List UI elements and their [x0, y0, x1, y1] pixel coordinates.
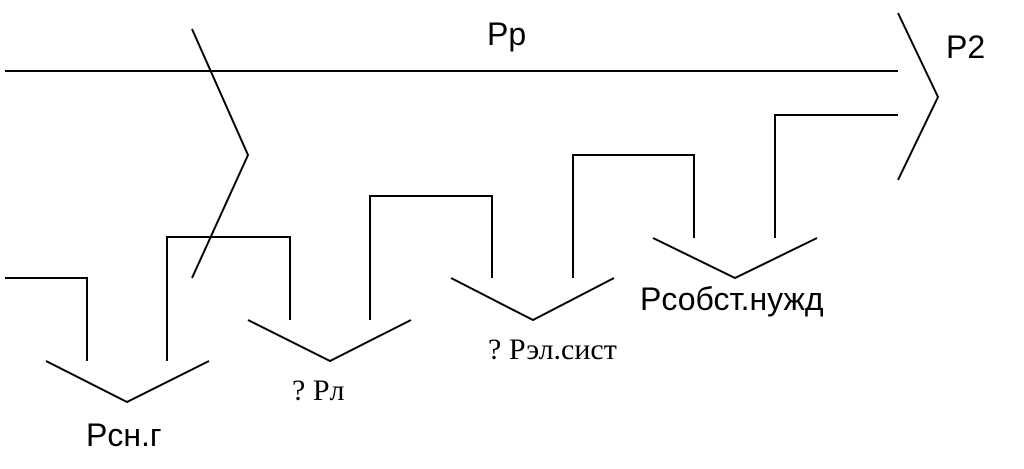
loss-arrow-pl	[247, 319, 412, 363]
loss-arrow-psng	[45, 360, 210, 404]
loss-arrow-pel-sist	[450, 277, 615, 322]
step-bracket-4	[572, 154, 695, 278]
label-pl: ? Рл	[292, 374, 345, 407]
output-arrow	[897, 12, 940, 181]
step-bracket-3	[369, 195, 493, 320]
label-psobst-nuzhd: Рсобст.нужд	[640, 281, 824, 317]
break-line	[191, 28, 250, 279]
label-psng: Рсн.г	[86, 417, 162, 453]
return-channel	[774, 114, 898, 238]
label-pel-sist: ? Рэл.сист	[488, 333, 617, 366]
loss-arrow-psobst-nuzhd	[652, 237, 818, 280]
step-bracket-left	[5, 277, 88, 361]
label-p2: Р2	[946, 29, 985, 65]
step-bracket-2	[166, 236, 291, 361]
label-pp: Рр	[487, 16, 526, 52]
